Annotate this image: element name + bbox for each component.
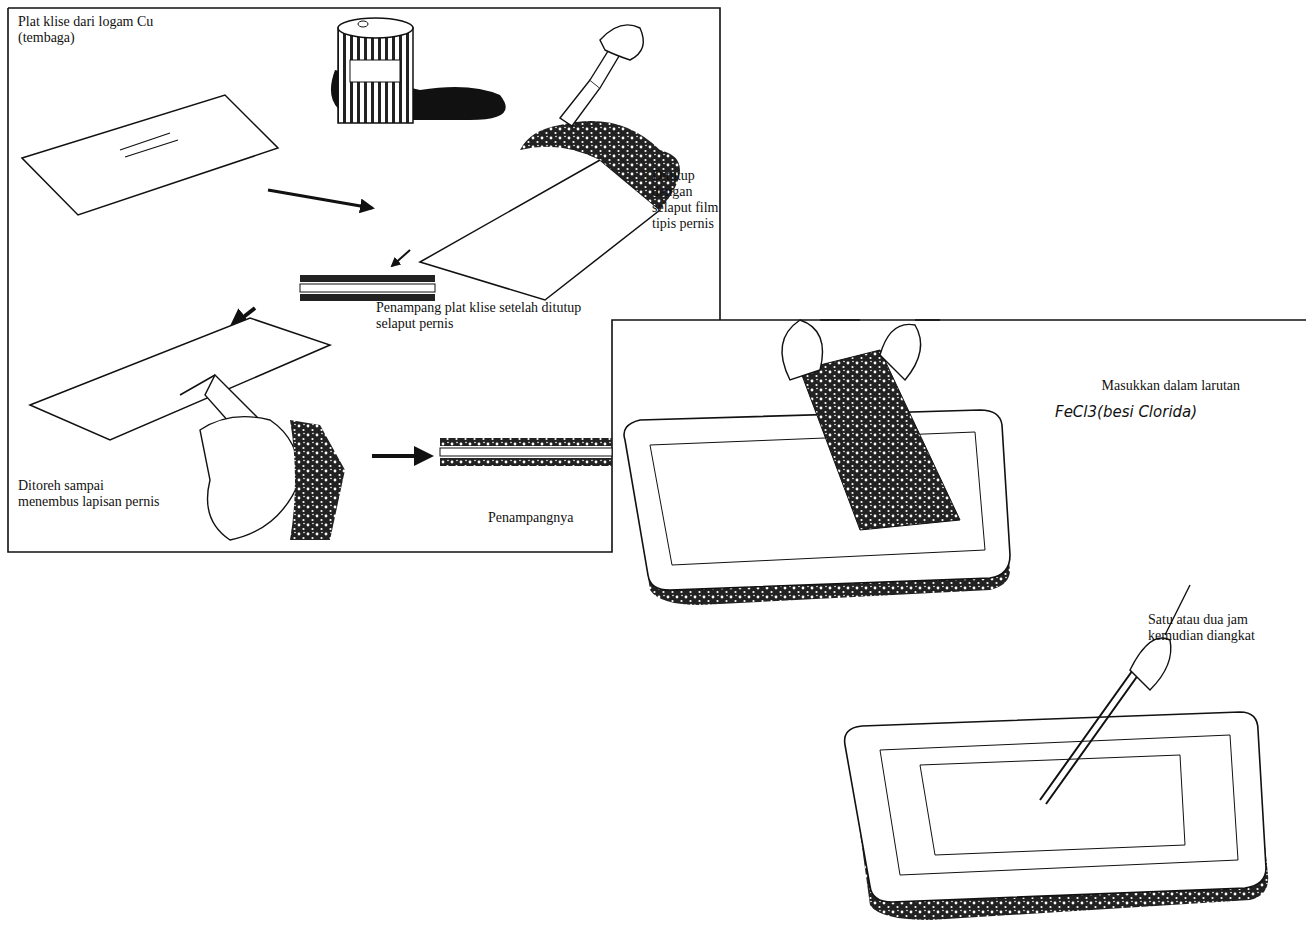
- step-arrow: [392, 250, 410, 266]
- step-caption: Satu atau dua jam kemudian diangkat: [1148, 612, 1278, 644]
- step-caption: Ditoreh sampai menembus lapisan pernis: [18, 478, 168, 510]
- cross-section: [440, 438, 612, 466]
- step-arrow: [268, 190, 372, 208]
- varnish-can: [331, 18, 506, 123]
- step-caption: Ditutup dengan selaput film tipis pernis: [652, 168, 720, 232]
- step-caption: Plat klise dari logam Cu (tembaga): [18, 14, 188, 46]
- varnished-plate: [420, 25, 680, 300]
- step-caption: FeCl3(besi Clorida): [1055, 404, 1285, 420]
- step-caption: Masukkan dalam larutan: [1040, 378, 1240, 394]
- copper-plate: [22, 95, 278, 215]
- cross-section: [300, 275, 435, 301]
- step-caption: Penampangnya: [488, 510, 608, 526]
- step-caption: Penampang plat klise setelah ditutup sel…: [376, 300, 612, 332]
- etching-tray: [624, 320, 1010, 605]
- step-arrow: [372, 454, 430, 458]
